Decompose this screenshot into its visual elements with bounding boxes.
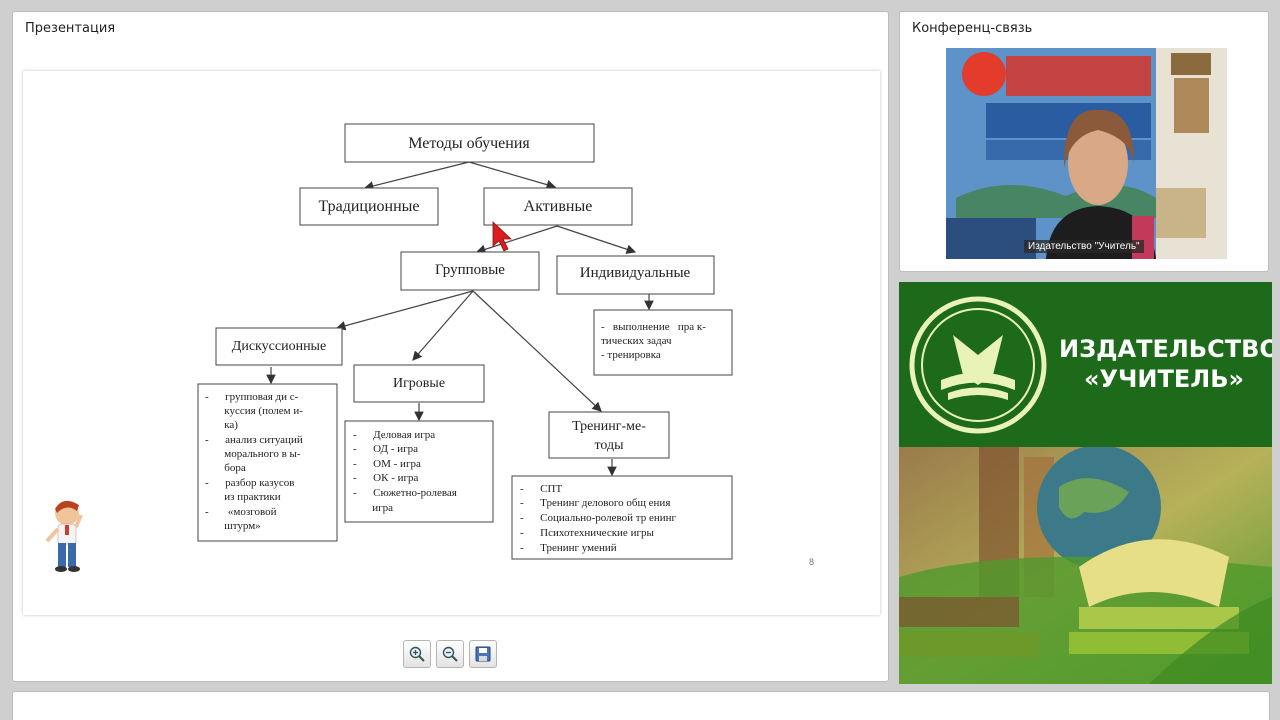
traditional-label: Традиционные bbox=[318, 198, 419, 215]
books-globe-illustration bbox=[899, 445, 1272, 684]
group-label: Групповые bbox=[435, 262, 505, 278]
discussion-label: Дискуссионные bbox=[232, 339, 326, 354]
training-label: тоды bbox=[594, 438, 624, 453]
zoom-out-button[interactable] bbox=[436, 640, 464, 668]
training-label: Тренинг-ме- bbox=[572, 419, 646, 434]
publisher-logo-icon bbox=[909, 296, 1047, 434]
individual-item: - выполнение пра к- bbox=[601, 321, 706, 333]
games-items-box bbox=[344, 420, 494, 523]
individual-items: - выполнение пра к- тических задач - тре… bbox=[601, 321, 706, 361]
zoom-out-icon bbox=[442, 646, 458, 662]
games-items: - Деловая игра - ОД - игра - ОМ - игра -… bbox=[353, 429, 457, 514]
discussion-item: - разбор казусов bbox=[205, 477, 295, 489]
slide-page-number: 8 bbox=[808, 557, 814, 567]
slide: Методы обучения Традиционные Активные Гр… bbox=[23, 71, 880, 615]
training-item: - Тренинг делового общ ения bbox=[520, 497, 670, 509]
training-item: - СПТ bbox=[520, 483, 562, 495]
games-item: - ОД - игра bbox=[353, 443, 418, 455]
presentation-title: Презентация bbox=[25, 21, 116, 36]
publisher-name-line2: «УЧИТЕЛЬ» bbox=[1084, 365, 1244, 393]
training-item: - Тренинг умений bbox=[520, 542, 617, 554]
video-frame bbox=[946, 48, 1227, 259]
games-item: игра bbox=[353, 502, 393, 514]
methods-diagram: Методы обучения Традиционные Активные Гр… bbox=[45, 123, 733, 572]
individual-item: тических задач bbox=[601, 335, 672, 347]
group-box bbox=[400, 251, 540, 291]
training-items: - СПТ - Тренинг делового общ ения - Соци… bbox=[520, 483, 677, 554]
discussion-item: штурм» bbox=[205, 520, 261, 532]
pointer-cursor-icon bbox=[492, 221, 513, 252]
publisher-banner: ИЗДАТЕЛЬСТВО «УЧИТЕЛЬ» bbox=[899, 282, 1272, 684]
publisher-name: ИЗДАТЕЛЬСТВО «УЧИТЕЛЬ» bbox=[1059, 334, 1272, 394]
games-item: - ОМ - игра bbox=[353, 458, 421, 470]
discussion-box bbox=[215, 327, 343, 366]
root-box bbox=[344, 123, 595, 163]
games-item: - Сюжетно-ролевая bbox=[353, 487, 457, 499]
games-label: Игровые bbox=[393, 376, 445, 391]
zoom-in-icon bbox=[409, 646, 425, 662]
active-box bbox=[483, 187, 633, 226]
discussion-item: из практики bbox=[205, 491, 281, 503]
individual-items-box bbox=[593, 309, 733, 376]
discussion-item: морального в ы- bbox=[205, 448, 301, 460]
training-item: - Социально-ролевой тр енинг bbox=[520, 512, 677, 524]
games-box bbox=[353, 364, 485, 403]
cartoon-boy-icon bbox=[45, 500, 83, 572]
root-label: Методы обучения bbox=[408, 135, 530, 152]
individual-box bbox=[556, 255, 715, 295]
diagram-connectors bbox=[266, 161, 654, 477]
discussion-items-box bbox=[197, 383, 338, 542]
training-item: - Психотехнические игры bbox=[520, 527, 654, 539]
video-caption: Издательство "Учитель" bbox=[1024, 240, 1144, 253]
conference-title: Конференц-связь bbox=[912, 21, 1033, 36]
discussion-item: ка) bbox=[205, 419, 238, 431]
publisher-banner-top: ИЗДАТЕЛЬСТВО «УЧИТЕЛЬ» bbox=[899, 282, 1272, 447]
bottom-panel bbox=[12, 691, 1270, 720]
individual-label: Индивидуальные bbox=[580, 265, 691, 281]
discussion-item: - «мозговой bbox=[205, 506, 277, 518]
presentation-panel: Презентация bbox=[12, 11, 889, 682]
discussion-item: бора bbox=[205, 462, 246, 474]
publisher-banner-books bbox=[899, 445, 1272, 684]
video-feed: Издательство "Учитель" bbox=[946, 48, 1227, 259]
discussion-items: - групповая ди с- куссия (полем и- ка) -… bbox=[205, 391, 303, 532]
discussion-item: куссия (полем и- bbox=[205, 405, 303, 417]
presentation-toolbar bbox=[403, 640, 497, 668]
publisher-name-line1: ИЗДАТЕЛЬСТВО bbox=[1059, 335, 1272, 363]
discussion-item: - групповая ди с- bbox=[205, 391, 299, 403]
individual-item: - тренировка bbox=[601, 349, 661, 361]
training-items-box bbox=[511, 475, 733, 560]
active-label: Активные bbox=[524, 198, 593, 215]
save-button[interactable] bbox=[469, 640, 497, 668]
games-item: - ОК - игра bbox=[353, 472, 419, 484]
discussion-item: - анализ ситуаций bbox=[205, 434, 303, 446]
zoom-in-button[interactable] bbox=[403, 640, 431, 668]
training-box bbox=[548, 411, 670, 459]
traditional-box bbox=[299, 187, 439, 226]
games-item: - Деловая игра bbox=[353, 429, 435, 441]
save-icon bbox=[475, 646, 491, 662]
